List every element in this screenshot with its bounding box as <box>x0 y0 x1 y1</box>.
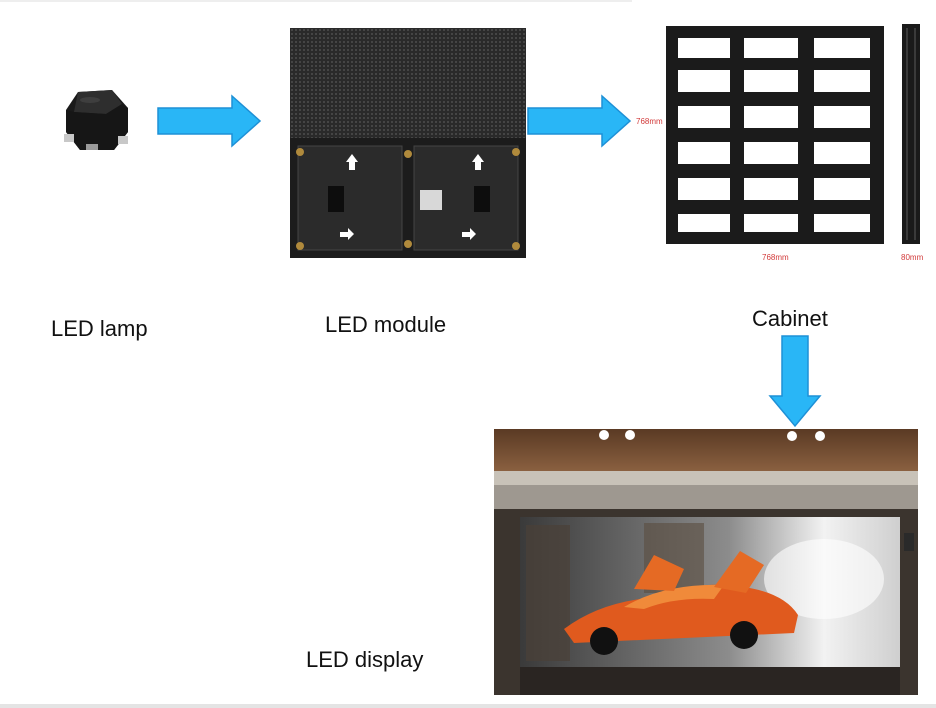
led-lamp-image <box>64 90 128 150</box>
led-module-label: LED module <box>325 312 447 337</box>
cabinet-width-dimension: 768mm <box>762 253 789 262</box>
led-lamp-label: LED lamp <box>51 316 148 341</box>
cabinet-height-dimension: 768mm <box>636 117 663 126</box>
cabinet-side-image <box>902 24 920 244</box>
bottom-divider <box>0 704 936 708</box>
cabinet-openings <box>678 38 870 232</box>
arrow-module-to-cabinet <box>527 94 632 148</box>
top-divider <box>0 0 632 2</box>
arrow-lamp-to-module <box>157 94 262 148</box>
arrow-cabinet-to-display <box>768 335 822 428</box>
cabinet-label: Cabinet <box>752 306 828 331</box>
cabinet-front-image <box>666 26 884 244</box>
led-display-image <box>494 429 918 695</box>
led-display-label: LED display <box>306 647 424 672</box>
led-module-image <box>290 28 526 258</box>
cabinet-depth-dimension: 80mm <box>901 253 924 262</box>
